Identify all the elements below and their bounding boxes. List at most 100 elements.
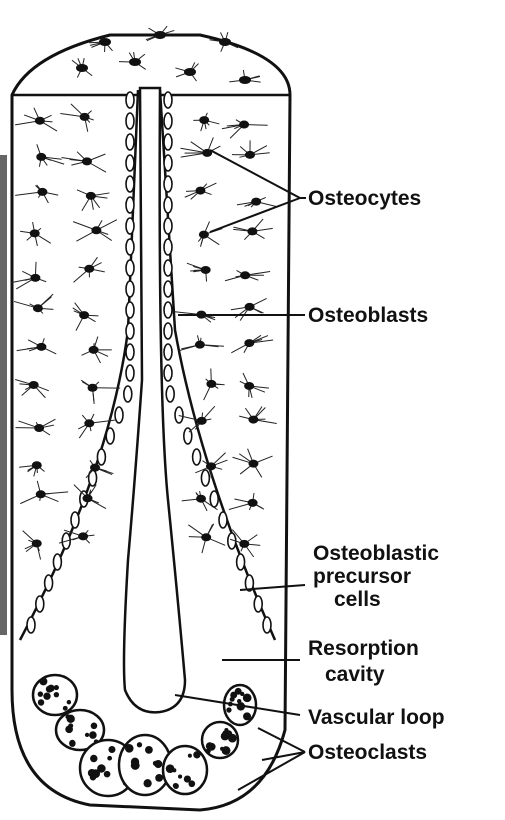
osteoclast-cell xyxy=(163,746,207,794)
osteoblast-cell xyxy=(126,218,134,234)
label-resorption-2: cavity xyxy=(325,663,385,686)
osteocyte-cell xyxy=(61,152,106,172)
osteocyte-cell xyxy=(204,369,225,401)
osteocyte-cell xyxy=(60,104,93,132)
osteocyte-cell xyxy=(239,406,276,423)
osteoblast-cell xyxy=(126,344,134,360)
cone-lining-left xyxy=(20,90,138,640)
osteocyte-cell xyxy=(232,140,270,158)
label-osteoblastic-2: precursor xyxy=(313,565,411,588)
osteocyte-cell xyxy=(73,257,104,282)
osteoblast-cell xyxy=(164,302,172,318)
osteoblast-cell xyxy=(126,197,134,213)
osteocyte-cell xyxy=(193,113,219,131)
osteocyte-cell xyxy=(179,406,215,432)
label-osteocytes: Osteocytes xyxy=(308,187,421,210)
osteoclast-cell xyxy=(202,722,238,758)
osteoblast-cell xyxy=(126,281,134,297)
osteocyte-cell xyxy=(20,481,68,504)
osteocyte-cell xyxy=(19,461,44,476)
osteoblast-cell xyxy=(126,365,134,381)
osteocyte-cell xyxy=(73,220,117,242)
osteoblast-cell xyxy=(193,449,201,465)
osteocyte-cell xyxy=(82,337,112,363)
osteoblast-cell xyxy=(45,575,53,591)
osteoblast-cell xyxy=(126,155,134,171)
osteoblast-cell xyxy=(175,407,183,423)
osteoblast-cell xyxy=(210,491,218,507)
osteocyte-cell xyxy=(229,493,264,510)
osteoblast-cell xyxy=(106,428,114,444)
osteocyte-cell xyxy=(15,108,57,131)
osteoblast-cell xyxy=(164,281,172,297)
osteoblast-cell xyxy=(164,197,172,213)
cap-cell xyxy=(72,58,92,77)
osteoblast-cell xyxy=(164,323,172,339)
osteoblast-chain-left xyxy=(27,92,134,633)
osteoblast-cell xyxy=(126,260,134,276)
osteocyte-cell xyxy=(180,335,224,350)
osteoblast-cell xyxy=(126,239,134,255)
osteocyte-cell xyxy=(188,524,225,553)
osteocyte-cell xyxy=(77,190,110,211)
osteoblast-cell xyxy=(164,113,172,129)
osteocyte-cell xyxy=(180,137,220,157)
osteoblast-cell xyxy=(27,617,35,633)
osteocyte-cell xyxy=(231,335,273,352)
osteocyte-cell xyxy=(23,531,42,560)
osteoblast-cell xyxy=(164,344,172,360)
osteocyte-cell xyxy=(73,303,99,331)
osteoblast-cell xyxy=(53,554,61,570)
osteocyte-cell xyxy=(198,221,222,246)
label-osteoblasts: Osteoblasts xyxy=(308,304,428,327)
osteoblast-cell xyxy=(164,260,172,276)
label-vascular-loop: Vascular loop xyxy=(308,706,445,729)
osteocyte-cell xyxy=(231,298,267,320)
osteocyte-cell xyxy=(237,197,278,207)
osteoblast-cell xyxy=(164,365,172,381)
label-osteoblastic-1: Osteoblastic xyxy=(313,542,439,565)
cap-cell xyxy=(119,52,146,69)
osteoblast-cell xyxy=(166,386,174,402)
scale-strip xyxy=(0,155,7,635)
label-resorption-1: Resorption xyxy=(308,637,419,660)
osteoblast-cell xyxy=(71,512,79,528)
label-osteoblastic-3: cells xyxy=(334,588,381,611)
osteocyte-cell xyxy=(17,338,57,354)
osteocyte-cell xyxy=(222,120,268,139)
osteoblast-cell xyxy=(164,134,172,150)
osteoblast-cell xyxy=(126,92,134,108)
osteoblast-cell xyxy=(126,134,134,150)
cap-cell xyxy=(146,26,174,41)
osteoclast-cell xyxy=(33,675,77,715)
osteoblast-cell xyxy=(115,407,123,423)
osteoblast-cell xyxy=(36,596,44,612)
cap-cell xyxy=(229,70,260,84)
osteocyte-cell xyxy=(185,183,217,199)
osteocyte-cell xyxy=(20,222,51,246)
osteoblast-cell xyxy=(219,512,227,528)
label-osteoclasts: Osteoclasts xyxy=(308,741,427,764)
osteocyte-cell xyxy=(187,263,211,281)
osteoblast-cell xyxy=(126,113,134,129)
cap-cell xyxy=(209,32,238,51)
osteoblast-cell xyxy=(164,239,172,255)
osteocyte-cell xyxy=(225,270,270,280)
cone-lining-right xyxy=(160,90,275,640)
osteocyte-cell xyxy=(14,294,53,313)
osteoblast-cell xyxy=(164,92,172,108)
osteoblast-cell xyxy=(164,155,172,171)
osteocyte-cell xyxy=(16,419,56,435)
osteoblast-cell xyxy=(254,596,262,612)
osteoblast-cell xyxy=(126,323,134,339)
osteoblast-cell xyxy=(201,470,209,486)
osteocyte-cell xyxy=(15,379,49,397)
osteoblast-cell xyxy=(124,386,132,402)
osteoblast-cell xyxy=(237,554,245,570)
osteocyte-cell xyxy=(233,449,273,478)
osteoblast-cell xyxy=(126,302,134,318)
osteocyte-cell xyxy=(175,311,215,323)
osteocyte-cell xyxy=(74,485,106,509)
osteoblast-cell xyxy=(164,176,172,192)
